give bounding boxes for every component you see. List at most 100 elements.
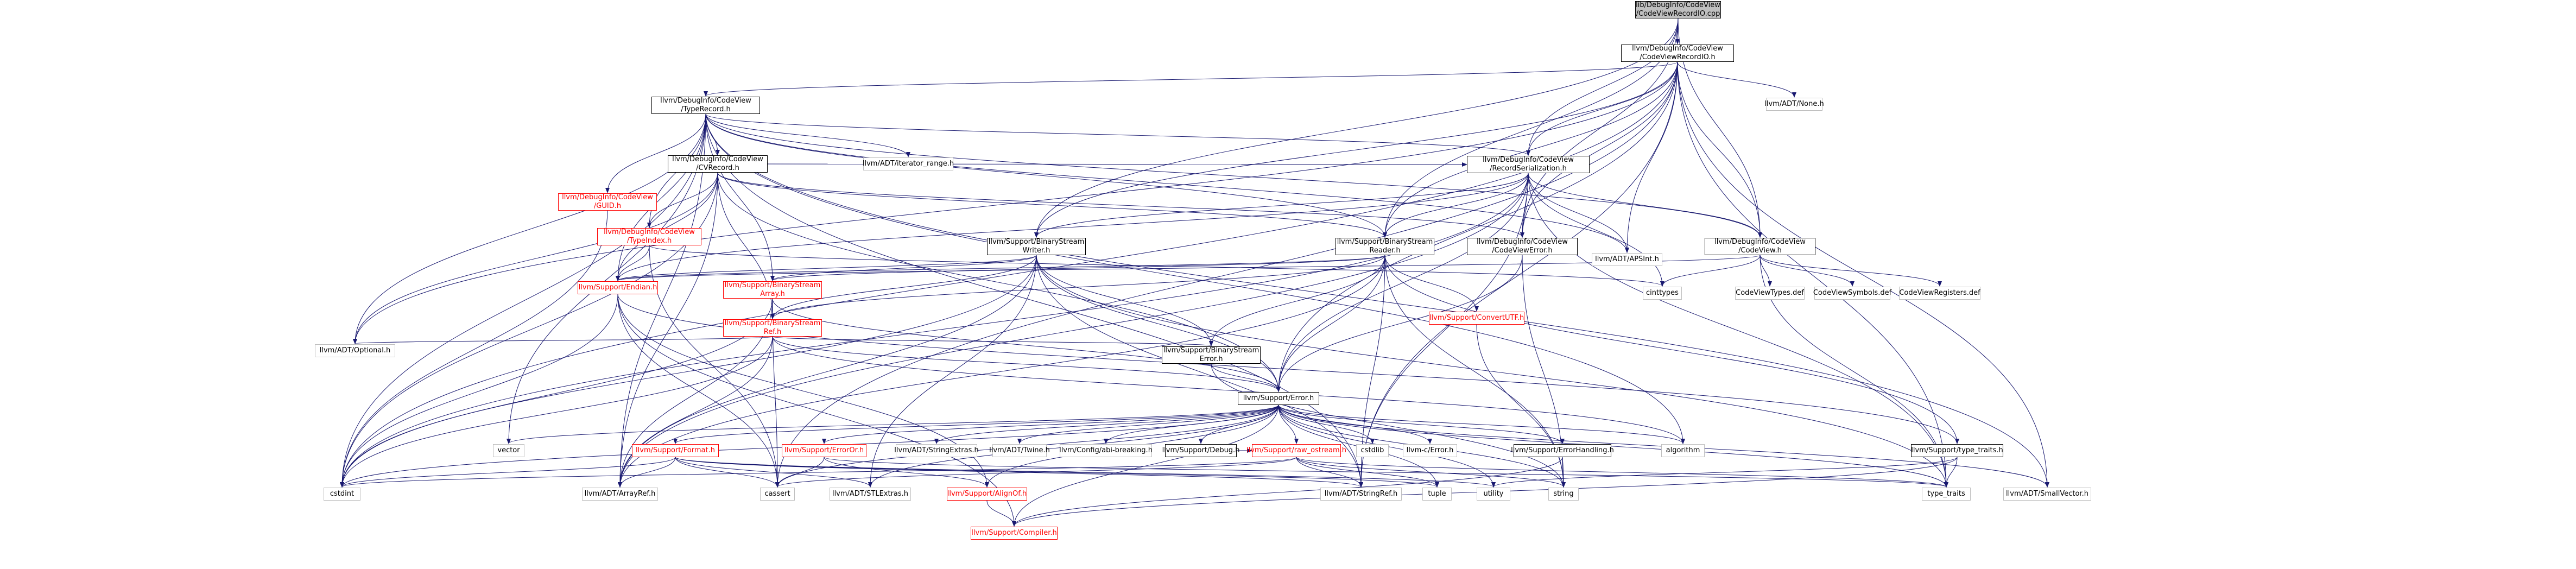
- edge-recser-to-stringref: [1359, 173, 1529, 488]
- edge-bsref-to-error: [772, 336, 1281, 392]
- node-compiler[interactable]: llvm/Support/Compiler.h: [971, 527, 1058, 540]
- node-cvrecord[interactable]: llvm/DebugInfo/CodeView/CVRecord.h: [668, 155, 768, 173]
- node-cverror[interactable]: llvm/DebugInfo/CodeView/CodeViewError.h: [1467, 238, 1578, 255]
- edge-typerecord-to-iterrange: [705, 113, 910, 157]
- edge-cvrecord-to-typeindex: [647, 172, 718, 228]
- edge-error-to-llvmcerror: [1278, 404, 1432, 444]
- node-label: llvm/Support/BinaryStream: [988, 238, 1085, 246]
- node-endian[interactable]: llvm/Support/Endian.h: [578, 281, 658, 294]
- node-alignof[interactable]: llvm/Support/AlignOf.h: [947, 488, 1027, 501]
- node-label: cinttypes: [1646, 289, 1679, 297]
- node-format[interactable]: llvm/Support/Format.h: [632, 444, 719, 457]
- edge-cvrio-to-bsreader: [1383, 61, 1678, 238]
- edge-recser-to-endian: [616, 173, 1529, 281]
- edge-bsref-to-bserror: [772, 336, 1213, 346]
- edge-bsreader-to-bserror: [1209, 255, 1385, 346]
- edge-rawostream-to-cstdint: [340, 457, 1297, 488]
- node-label: llvm/DebugInfo/CodeView: [604, 228, 695, 236]
- node-root[interactable]: lib/DebugInfo/CodeView/CodeViewRecordIO.…: [1635, 1, 1721, 18]
- node-typetraits: type_traits: [1922, 488, 1971, 501]
- edge-bsref-to-cstdint: [340, 336, 773, 488]
- node-label: /CodeViewError.h: [1492, 246, 1553, 255]
- edge-bsref-to-arrayref: [618, 336, 773, 488]
- edge-bswriter-to-bsref: [770, 255, 1037, 319]
- edge-bsreader-to-error: [1276, 255, 1385, 392]
- node-typeindex[interactable]: llvm/DebugInfo/CodeView/TypeIndex.h: [597, 228, 701, 245]
- edge-typerecord-to-arrayref: [618, 113, 706, 488]
- node-recser[interactable]: llvm/DebugInfo/CodeView/RecordSerializat…: [1467, 156, 1590, 173]
- node-label: /CodeViewRecordIO.h: [1640, 53, 1716, 61]
- node-label: utility: [1483, 490, 1504, 498]
- node-label: llvm/ADT/Twine.h: [989, 446, 1050, 454]
- edge-cvrio-to-bswriter: [1034, 61, 1678, 238]
- node-llvmcerror: llvm-c/Error.h: [1403, 444, 1457, 457]
- edge-bsreader-to-endian: [616, 255, 1385, 281]
- edge-format-to-cstdint: [340, 457, 676, 488]
- node-erroror[interactable]: llvm/Support/ErrorOr.h: [782, 444, 866, 457]
- node-label: llvm/Support/Error.h: [1243, 394, 1314, 402]
- edge-bswriter-to-bserror: [1036, 255, 1213, 346]
- node-twine: llvm/ADT/Twine.h: [989, 444, 1050, 457]
- edge-cvrecord-to-endian: [616, 172, 718, 281]
- node-error[interactable]: llvm/Support/Error.h: [1238, 392, 1319, 405]
- edge-cvrio-to-typerecord: [704, 61, 1678, 97]
- edge-error-to-rawostream: [1278, 404, 1299, 444]
- edge-cvrio-to-error: [1276, 61, 1678, 392]
- edge-rawostream-to-typetraits: [1296, 457, 1948, 488]
- node-label: llvm/Support/BinaryStream: [1337, 238, 1433, 246]
- edge-error-to-typetraits: [1278, 404, 1948, 488]
- node-cstdint: cstdint: [324, 488, 360, 501]
- edge-bswriter-to-error: [1036, 255, 1281, 392]
- node-utility: utility: [1477, 488, 1510, 501]
- edge-format-to-tuple: [675, 457, 1439, 488]
- node-label: llvm/ADT/STLExtras.h: [832, 490, 909, 498]
- node-label: CodeViewRegisters.def: [1899, 289, 1980, 297]
- node-label: llvm/ADT/SmallVector.h: [2006, 490, 2088, 498]
- node-typetraits-llvm[interactable]: llvm/Support/type_traits.h: [1911, 444, 2003, 457]
- node-cvtypes-def: CodeViewTypes.def: [1735, 287, 1805, 300]
- node-guid[interactable]: llvm/DebugInfo/CodeView/GUID.h: [558, 193, 657, 211]
- edge-format-to-stringref: [675, 457, 1363, 488]
- node-label: /CodeViewRecordIO.cpp: [1636, 10, 1720, 18]
- edge-typeindex-to-endian: [616, 245, 650, 281]
- edge-codeview-to-endian: [616, 255, 1761, 281]
- edge-typerecord-to-smallvector: [705, 113, 2049, 488]
- edge-endian-to-cassert: [617, 294, 780, 488]
- node-label: Ref.h: [763, 328, 782, 336]
- edge-bsreader-to-arrayref: [618, 255, 1385, 488]
- node-typerecord[interactable]: llvm/DebugInfo/CodeView/TypeRecord.h: [651, 97, 760, 114]
- edge-error-to-twine: [1017, 404, 1279, 444]
- node-iterrange: llvm/ADT/iterator_range.h: [862, 157, 954, 170]
- node-label: llvm-c/Error.h: [1406, 446, 1454, 454]
- node-label: llvm/ADT/iterator_range.h: [862, 160, 954, 168]
- node-codeview[interactable]: llvm/DebugInfo/CodeView/CodeView.h: [1705, 238, 1815, 255]
- node-debug[interactable]: llvm/Support/Debug.h: [1162, 444, 1239, 457]
- edge-bsarray-to-error: [772, 298, 1281, 392]
- node-label: llvm/Support/ErrorHandling.h: [1511, 446, 1614, 454]
- node-arrayref: llvm/ADT/ArrayRef.h: [582, 488, 658, 501]
- edge-root-to-bswriter: [1034, 18, 1679, 238]
- node-label: llvm/Support/ConvertUTF.h: [1429, 314, 1524, 322]
- edge-format-to-stlextras: [675, 457, 872, 488]
- node-convertutf[interactable]: llvm/Support/ConvertUTF.h: [1429, 312, 1524, 325]
- node-label: /CodeView.h: [1738, 246, 1782, 255]
- node-optional: llvm/ADT/Optional.h: [315, 344, 395, 357]
- edge-cvrio-to-cstdint: [340, 61, 1678, 488]
- edge-typerecord-to-stringref: [705, 113, 1363, 488]
- node-errorhandling[interactable]: llvm/Support/ErrorHandling.h: [1511, 444, 1614, 457]
- edge-recser-to-typetraits: [1528, 173, 1948, 488]
- edge-error-to-algorithm: [1278, 404, 1685, 444]
- node-rawostream[interactable]: llvm/Support/raw_ostream.h: [1246, 444, 1346, 457]
- node-tuple: tuple: [1422, 488, 1452, 501]
- node-stringref: llvm/ADT/StringRef.h: [1320, 488, 1402, 501]
- node-label: llvm/Support/AlignOf.h: [947, 490, 1027, 498]
- edge-error-to-errorhandling: [1278, 404, 1565, 444]
- node-label: llvm/Support/BinaryStream: [724, 281, 821, 289]
- node-cvrio[interactable]: llvm/DebugInfo/CodeView/CodeViewRecordIO…: [1621, 45, 1734, 62]
